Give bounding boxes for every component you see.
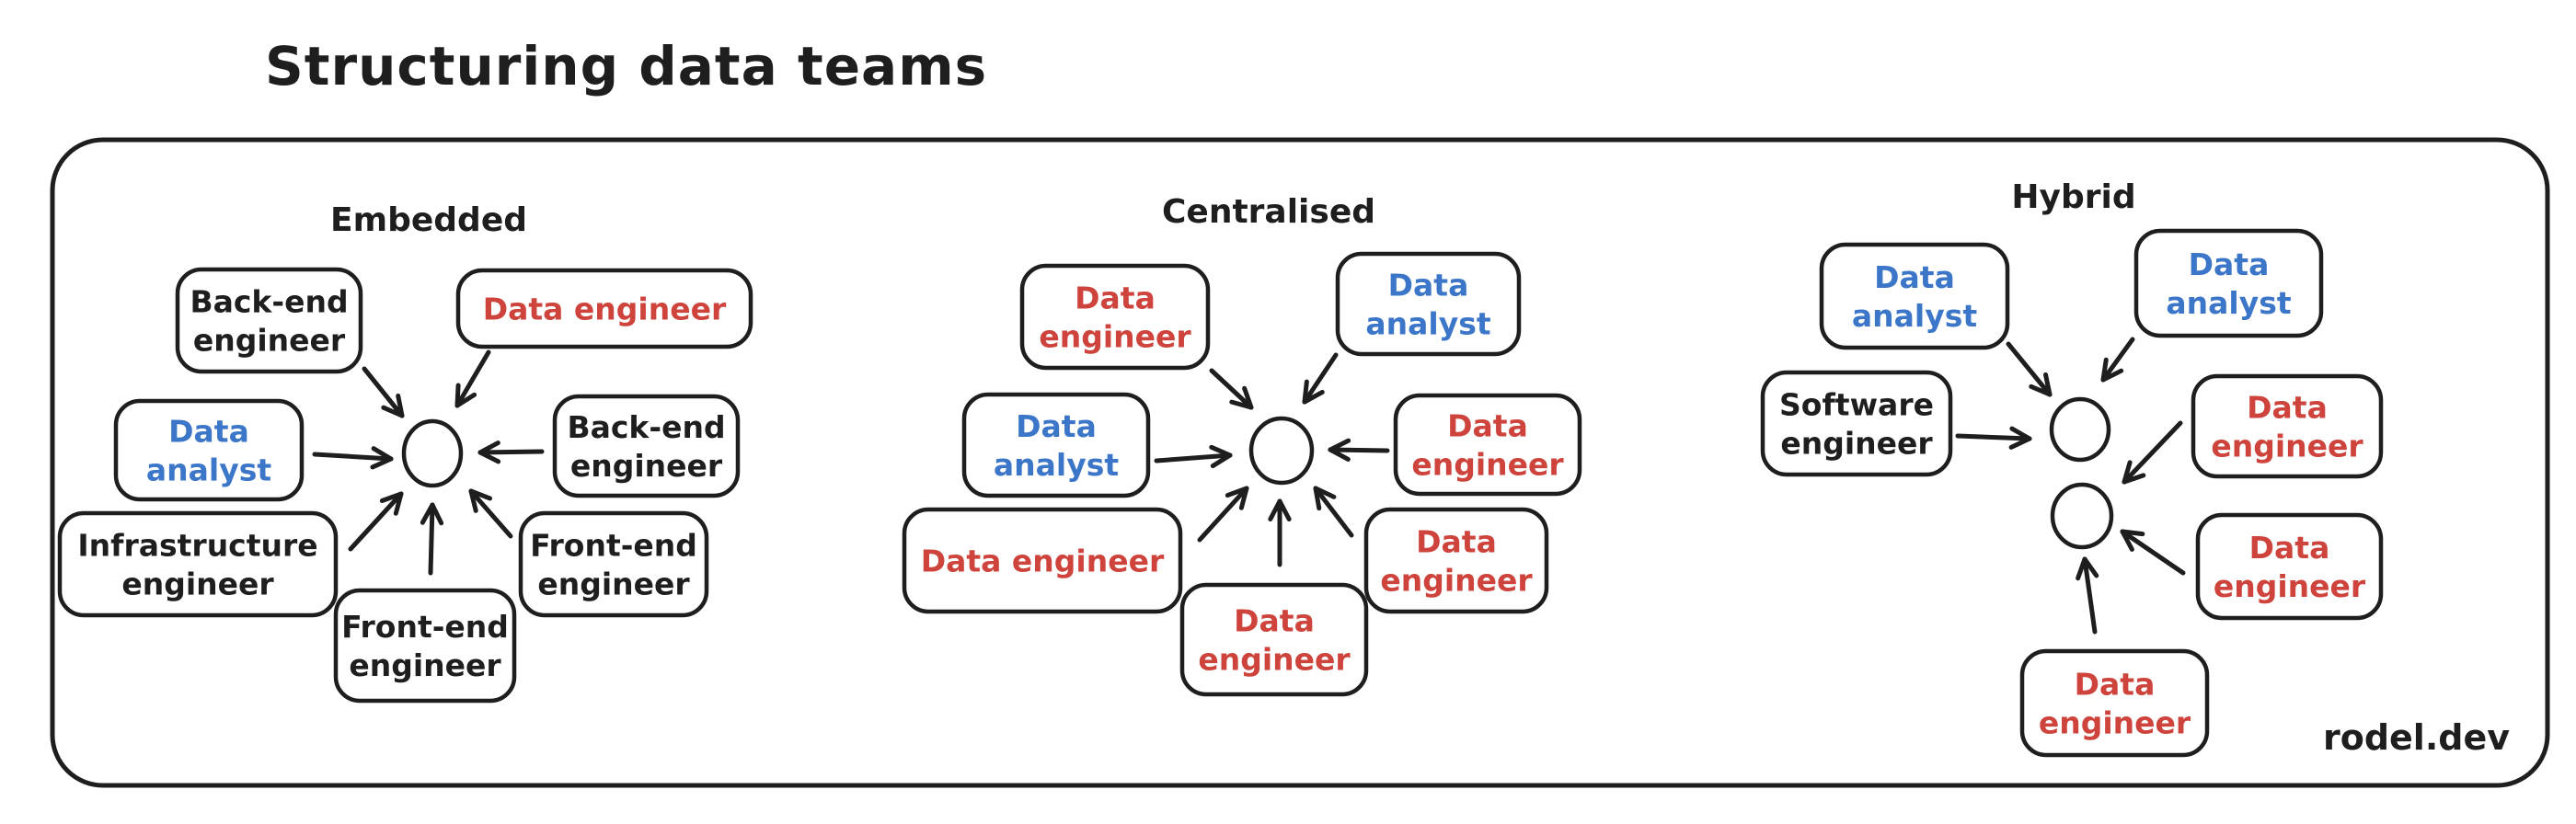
role-node: Data engineer xyxy=(455,268,753,349)
role-box xyxy=(2195,512,2384,621)
role-box xyxy=(57,510,339,618)
arrow xyxy=(420,502,444,576)
arrow xyxy=(1268,498,1292,567)
arrow xyxy=(2122,420,2183,485)
role-box xyxy=(175,267,363,374)
page-title: Structuring data teams xyxy=(265,35,988,97)
outer-frame xyxy=(50,137,2550,788)
arrow xyxy=(1209,368,1254,410)
role-box xyxy=(1019,263,1211,371)
arrow xyxy=(2100,337,2135,383)
arrow xyxy=(2006,341,2053,397)
arrow xyxy=(1955,426,2032,450)
arrow xyxy=(2120,529,2186,576)
role-box xyxy=(1760,370,1953,477)
role-box xyxy=(455,268,753,349)
role-label: Data engineer xyxy=(921,544,1165,579)
section-title-hybrid: Hybrid xyxy=(2011,178,2135,216)
arrow xyxy=(1302,352,1339,405)
arrow xyxy=(362,366,405,418)
arrow xyxy=(477,441,545,464)
role-box xyxy=(2019,648,2210,758)
role-label: Data engineer xyxy=(483,292,727,327)
hub-circle xyxy=(1248,416,1315,486)
arrow xyxy=(2076,556,2099,635)
arrow xyxy=(1197,486,1249,543)
arrow xyxy=(312,446,394,470)
hub-circle xyxy=(2049,396,2111,463)
hub-circle xyxy=(2050,482,2114,550)
role-box xyxy=(1393,393,1582,497)
role-box xyxy=(1335,251,1522,357)
arrow xyxy=(1328,438,1390,462)
role-node: Data engineer xyxy=(902,507,1183,614)
section-title-centralised: Centralised xyxy=(1162,193,1375,231)
arrow xyxy=(1313,486,1354,538)
arrow xyxy=(348,491,404,552)
role-box xyxy=(518,510,709,618)
watermark: rodel.dev xyxy=(2323,717,2510,758)
role-box xyxy=(552,394,741,498)
arrow xyxy=(454,349,491,408)
role-box xyxy=(1179,582,1369,697)
role-box xyxy=(1363,507,1549,614)
role-box xyxy=(2133,228,2324,338)
role-box xyxy=(1819,242,2010,350)
role-box xyxy=(113,398,305,502)
role-box xyxy=(2191,373,2384,479)
arrow xyxy=(1154,444,1233,469)
hub-circle xyxy=(401,418,464,488)
role-box xyxy=(902,507,1183,614)
arrow xyxy=(468,488,513,539)
role-box xyxy=(333,588,517,704)
role-box xyxy=(961,392,1151,498)
section-title-embedded: Embedded xyxy=(330,201,527,239)
